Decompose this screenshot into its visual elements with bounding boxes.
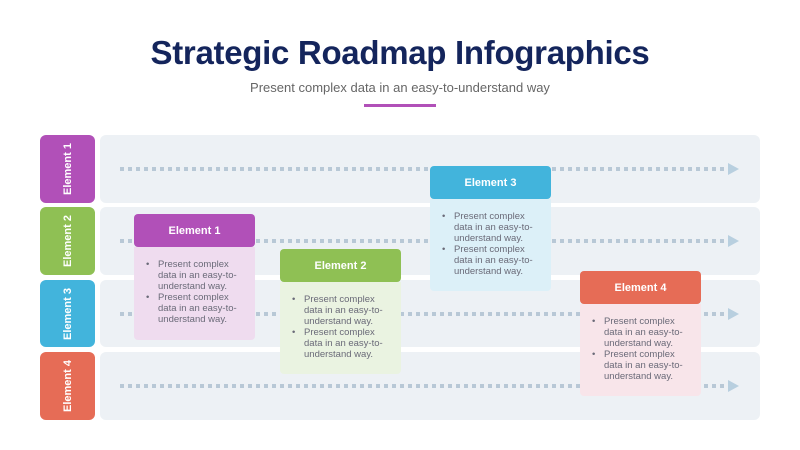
arrow-right-icon bbox=[728, 307, 739, 320]
card-body: Present complex data in an easy-to-under… bbox=[280, 282, 401, 374]
row-label-4: Element 4 bbox=[40, 352, 95, 420]
card-body: Present complex data in an easy-to-under… bbox=[580, 304, 701, 396]
card-title: Element 2 bbox=[280, 249, 401, 282]
bullet: Present complex data in an easy-to-under… bbox=[590, 349, 691, 382]
bullet: Present complex data in an easy-to-under… bbox=[290, 327, 391, 360]
arrow-right-icon bbox=[728, 235, 739, 247]
bullet: Present complex data in an easy-to-under… bbox=[144, 292, 245, 325]
card-element-1: Element 1 Present complex data in an eas… bbox=[134, 214, 255, 340]
page-subtitle: Present complex data in an easy-to-under… bbox=[250, 80, 550, 95]
bullet: Present complex data in an easy-to-under… bbox=[440, 211, 541, 244]
bullet: Present complex data in an easy-to-under… bbox=[590, 316, 691, 349]
arrow-right-icon bbox=[728, 163, 739, 175]
row-label-3: Element 3 bbox=[40, 280, 95, 347]
card-title: Element 1 bbox=[134, 214, 255, 247]
arrow-right-icon bbox=[728, 380, 739, 392]
card-element-2: Element 2 Present complex data in an eas… bbox=[280, 249, 401, 374]
row-label-2: Element 2 bbox=[40, 207, 95, 275]
bullet: Present complex data in an easy-to-under… bbox=[144, 259, 245, 292]
card-body: Present complex data in an easy-to-under… bbox=[430, 199, 551, 291]
row-label-1: Element 1 bbox=[40, 135, 95, 203]
card-title: Element 3 bbox=[430, 166, 551, 199]
dotted-line bbox=[120, 239, 730, 243]
row-label-text: Element 3 bbox=[61, 287, 74, 340]
dotted-line bbox=[120, 167, 730, 171]
card-element-3: Element 3 Present complex data in an eas… bbox=[430, 166, 551, 291]
dotted-line bbox=[120, 311, 730, 316]
card-title: Element 4 bbox=[580, 271, 701, 304]
card-body: Present complex data in an easy-to-under… bbox=[134, 247, 255, 340]
page-title: Strategic Roadmap Infographics bbox=[150, 34, 650, 71]
bullet: Present complex data in an easy-to-under… bbox=[440, 244, 541, 277]
row-label-text: Element 4 bbox=[61, 360, 74, 412]
title-underline bbox=[364, 104, 436, 107]
card-element-4: Element 4 Present complex data in an eas… bbox=[580, 271, 701, 396]
row-label-text: Element 2 bbox=[61, 215, 74, 267]
bullet: Present complex data in an easy-to-under… bbox=[290, 294, 391, 327]
dotted-line bbox=[120, 384, 730, 388]
row-label-text: Element 1 bbox=[61, 143, 74, 195]
